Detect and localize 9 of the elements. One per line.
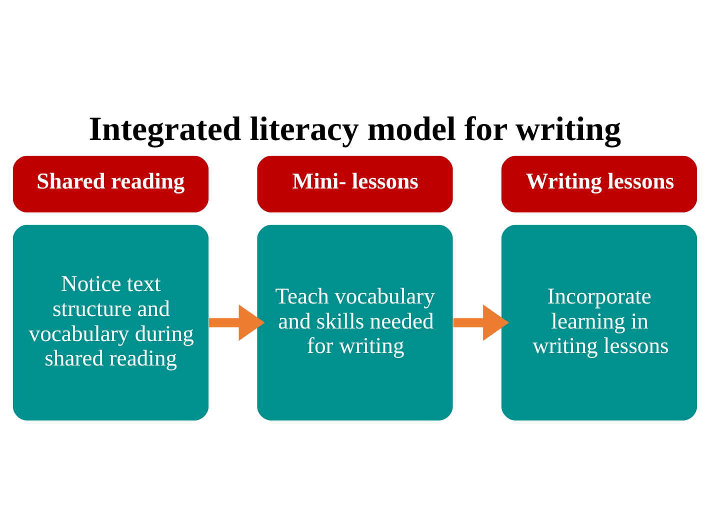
arrow [453, 304, 510, 341]
node-box: Mini- lessons [257, 156, 453, 212]
diagram-title: Integrated literacy model for writing [88, 111, 622, 148]
node-box: Writing lessons [501, 156, 698, 212]
node-box: Teach vocabulary and skills needed for writing [257, 224, 453, 420]
arrow [209, 304, 265, 341]
node-box: Notice text structure and vocabulary during shared reading [12, 224, 209, 420]
node-box: Shared reading [12, 156, 209, 212]
node-box: Incorporate learning in writing lessons [501, 224, 698, 420]
